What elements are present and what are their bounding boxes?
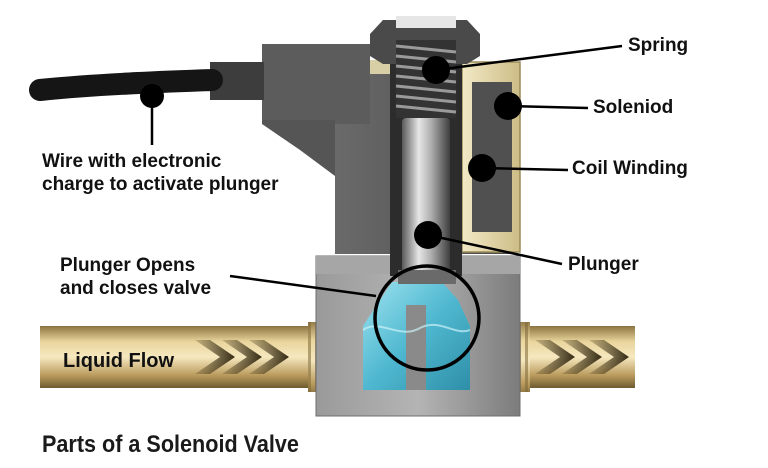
callout-opens xyxy=(229,274,377,298)
diagram-caption: Parts of a Solenoid Valve xyxy=(42,431,299,458)
callout-spring xyxy=(422,44,623,84)
label-wire-line2: charge to activate plunger xyxy=(42,174,279,195)
label-liquid-flow: Liquid Flow xyxy=(63,350,175,372)
callout-coil xyxy=(468,154,569,182)
callout-wire xyxy=(140,84,164,145)
label-coil-winding: Coil Winding xyxy=(572,158,688,179)
label-wire-line1: Wire with electronic xyxy=(42,151,222,172)
flow-arrows xyxy=(195,340,629,374)
callout-plunger xyxy=(414,221,563,266)
label-plunger-opens: Plunger Opens and closes valve xyxy=(60,254,211,300)
label-spring: Spring xyxy=(628,35,689,56)
label-solenoid: Soleniod xyxy=(593,97,674,118)
callout-solenoid xyxy=(494,92,589,120)
label-wire: Wire with electronic charge to activate … xyxy=(42,150,279,196)
label-opens-line2: and closes valve xyxy=(60,278,212,299)
valve-seat-highlight xyxy=(373,264,481,372)
label-opens-line1: Plunger Opens xyxy=(60,255,196,276)
cable xyxy=(29,69,223,101)
label-plunger: Plunger xyxy=(568,254,639,275)
